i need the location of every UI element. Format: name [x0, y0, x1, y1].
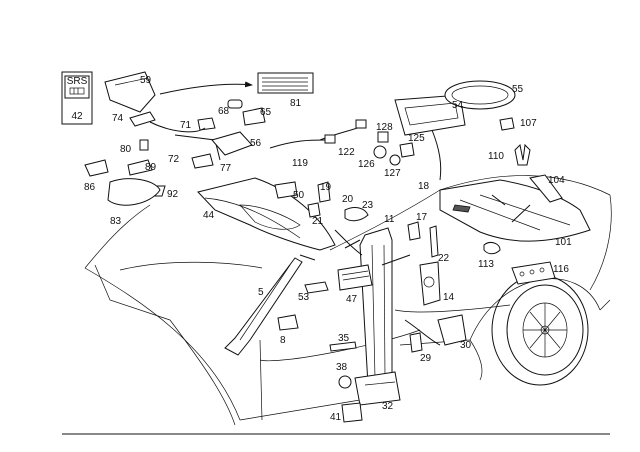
label-plate-part [257, 72, 314, 94]
callout-17: 17 [416, 212, 428, 223]
callout-11: 11 [384, 214, 395, 225]
callout-8: 8 [280, 335, 286, 346]
callout-55: 55 [512, 84, 524, 95]
callout-21: 21 [312, 216, 324, 227]
callout-65: 65 [260, 107, 272, 118]
callout-81: 81 [290, 98, 302, 109]
callout-89: 89 [145, 162, 157, 173]
callout-107: 107 [520, 118, 537, 129]
callout-38: 38 [336, 362, 348, 373]
small-parts [84, 80, 563, 423]
callout-29: 29 [420, 353, 432, 364]
callout-47: 47 [346, 294, 358, 305]
callout-44: 44 [203, 210, 215, 221]
callout-41: 41 [330, 412, 342, 423]
callout-22: 22 [438, 253, 450, 264]
callout-77: 77 [220, 163, 232, 174]
srs-number: 42 [71, 111, 83, 122]
callout-20: 20 [342, 194, 354, 205]
callout-80: 80 [120, 144, 132, 155]
callout-86: 86 [84, 182, 96, 193]
callout-74: 74 [112, 113, 124, 124]
callout-72: 72 [168, 154, 180, 165]
rear-wheel [491, 274, 589, 386]
callout-104: 104 [548, 175, 565, 186]
callout-125: 125 [408, 133, 425, 144]
callout-56: 56 [250, 138, 262, 149]
callout-101: 101 [555, 237, 572, 248]
srs-label-box: SRS 42 [61, 71, 93, 125]
callout-116: 116 [553, 264, 569, 275]
callout-labels: 59 81 68 65 74 71 56 80 72 77 86 89 92 8… [84, 75, 572, 423]
rear-shelf-part [439, 179, 591, 242]
callout-19: 19 [320, 182, 332, 193]
callout-126: 126 [358, 159, 375, 170]
callout-32: 32 [382, 401, 394, 412]
callout-113: 113 [478, 259, 494, 270]
callout-119: 119 [292, 158, 308, 169]
callout-83: 83 [110, 216, 122, 227]
c-pillar-trim-part [419, 261, 441, 306]
callout-14: 14 [443, 292, 455, 303]
callout-18: 18 [418, 181, 430, 192]
callout-128: 128 [376, 122, 393, 133]
callout-50: 50 [293, 190, 305, 201]
callout-30: 30 [460, 340, 472, 351]
callout-68: 68 [218, 106, 230, 117]
callout-35: 35 [338, 333, 350, 344]
callout-5: 5 [258, 287, 264, 298]
callout-59: 59 [140, 75, 152, 86]
callout-53: 53 [298, 292, 310, 303]
callout-127: 127 [384, 168, 401, 179]
callout-92: 92 [167, 189, 179, 200]
callout-122: 122 [338, 147, 355, 158]
callout-54: 54 [452, 100, 464, 111]
sun-visor-part [104, 71, 253, 113]
srs-text: SRS [67, 76, 88, 87]
a-pillar-part [224, 257, 303, 356]
callout-23: 23 [362, 200, 374, 211]
callout-71: 71 [180, 120, 192, 131]
callout-110: 110 [488, 151, 504, 162]
